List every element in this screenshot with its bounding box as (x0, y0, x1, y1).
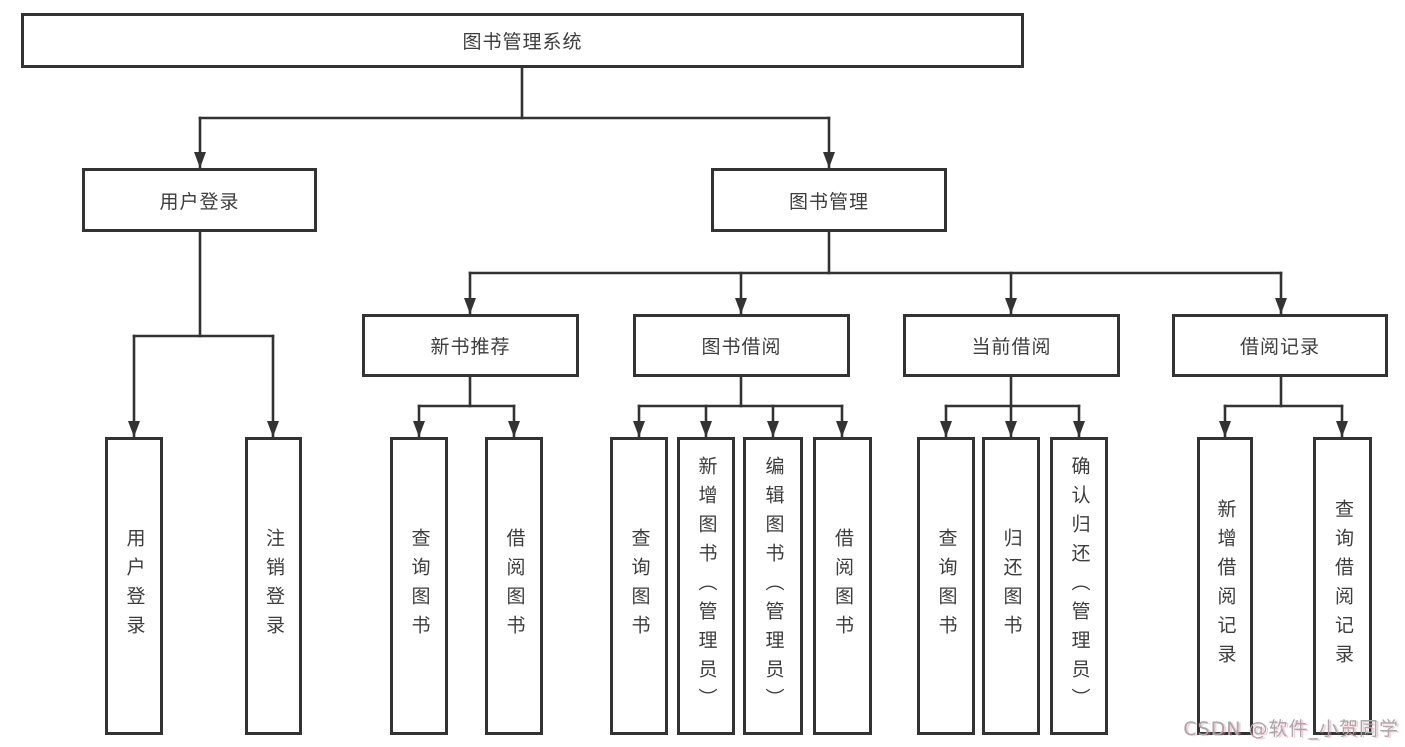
node-system-root-label: 图书管理系统 (462, 31, 583, 53)
leaf-edit-books-admin-label: 编辑图书（管理员） (762, 455, 785, 717)
leaf-confirm-return-admin-label: 确认归还（管理员） (1068, 455, 1091, 717)
leaf-current-query-books: 查询图书 (917, 437, 975, 735)
node-user-login: 用户登录 (82, 168, 317, 232)
node-borrow-records: 借阅记录 (1172, 314, 1388, 377)
node-borrow-records-label: 借阅记录 (1239, 336, 1320, 358)
leaf-newbook-query-books-label: 查询图书 (408, 528, 431, 644)
node-book-borrowing-label: 图书借阅 (701, 336, 782, 358)
node-new-book-recommend-label: 新书推荐 (430, 336, 511, 358)
leaf-query-borrow-record: 查询借阅记录 (1313, 437, 1372, 735)
leaf-add-books-admin-label: 新增图书（管理员） (695, 455, 718, 717)
node-book-management-label: 图书管理 (788, 190, 869, 213)
leaf-newbook-query-books: 查询图书 (390, 437, 448, 735)
leaf-logout-label: 注销登录 (263, 528, 285, 644)
leaf-confirm-return-admin: 确认归还（管理员） (1050, 437, 1108, 735)
leaf-newbook-borrow-books-label: 借阅图书 (503, 528, 526, 644)
leaf-borrowing-query-books-label: 查询图书 (628, 528, 651, 644)
node-system-root: 图书管理系统 (21, 13, 1024, 68)
node-user-login-label: 用户登录 (159, 190, 240, 213)
node-book-management: 图书管理 (711, 168, 947, 232)
leaf-add-borrow-record: 新增借阅记录 (1197, 437, 1253, 735)
leaf-borrowing-borrow-books: 借阅图书 (813, 437, 872, 735)
leaf-borrowing-borrow-books-label: 借阅图书 (832, 528, 854, 644)
leaf-query-borrow-record-label: 查询借阅记录 (1332, 499, 1354, 673)
leaf-return-books-label: 归还图书 (1000, 528, 1023, 644)
leaf-return-books: 归还图书 (982, 437, 1040, 735)
leaf-logout: 注销登录 (245, 437, 302, 735)
leaf-user-login: 用户登录 (105, 437, 163, 735)
node-book-borrowing: 图书借阅 (633, 314, 850, 377)
leaf-edit-books-admin: 编辑图书（管理员） (743, 437, 803, 735)
leaf-newbook-borrow-books: 借阅图书 (485, 437, 543, 735)
node-current-borrowing: 当前借阅 (903, 314, 1120, 377)
leaf-add-books-admin: 新增图书（管理员） (677, 437, 735, 735)
leaf-borrowing-query-books: 查询图书 (610, 437, 668, 735)
leaf-add-borrow-record-label: 新增借阅记录 (1214, 499, 1237, 673)
node-new-book-recommend: 新书推荐 (362, 314, 579, 377)
leaf-current-query-books-label: 查询图书 (935, 528, 958, 644)
node-current-borrowing-label: 当前借阅 (971, 336, 1052, 358)
leaf-user-login-label: 用户登录 (123, 528, 146, 644)
